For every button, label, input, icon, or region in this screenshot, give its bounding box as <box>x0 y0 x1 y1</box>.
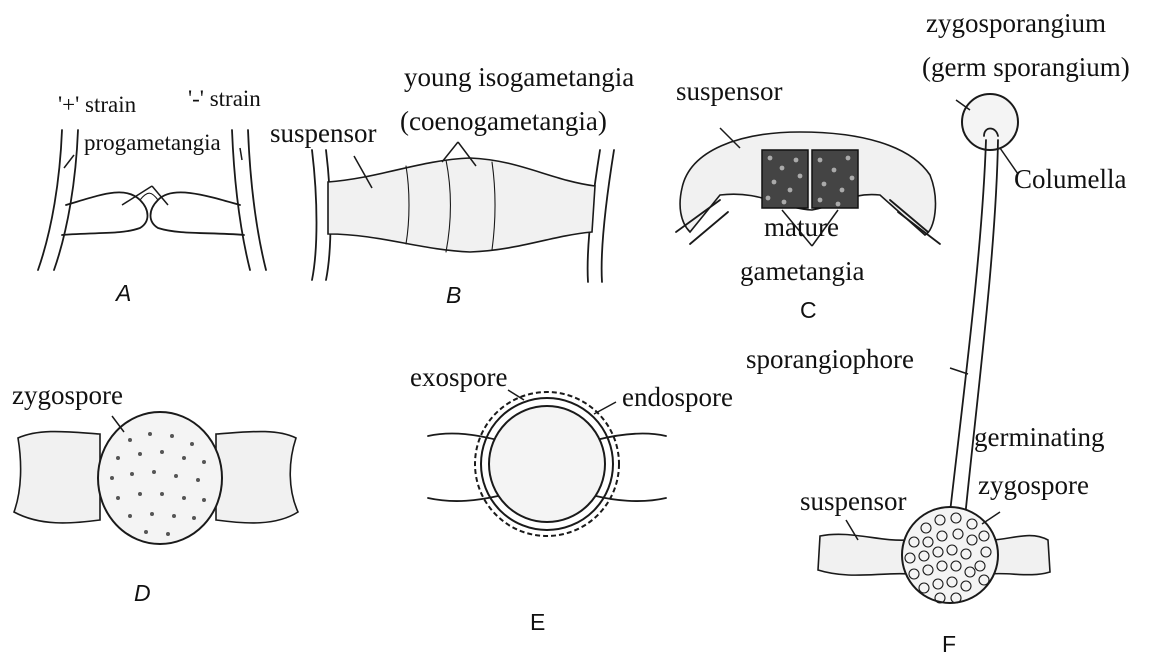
panel-a: '+' strain '-' strain progametangia A <box>38 86 266 306</box>
germinating-label: germinating <box>974 422 1104 452</box>
panel-f-letter: F <box>942 631 956 657</box>
panel-f: zygosporangium (germ sporangium) Columel… <box>746 8 1130 657</box>
zygosporangium-label: zygosporangium <box>926 8 1106 38</box>
minus-strain-label: '-' strain <box>188 86 261 111</box>
coenogametangia-label: (coenogametangia) <box>400 106 607 136</box>
gametangia-label: gametangia <box>740 256 864 286</box>
panel-d: zygospore D <box>12 380 298 606</box>
panel-c: suspensor mature gametangia C <box>676 76 940 323</box>
germ-sporangium-label: (germ sporangium) <box>922 52 1130 82</box>
exospore-label: exospore <box>410 362 507 392</box>
zygospore-f-label: zygospore <box>978 470 1089 500</box>
progametangia-label: progametangia <box>84 130 221 155</box>
panel-e: exospore endospore E <box>410 362 733 635</box>
young-isogametangia-label: young isogametangia <box>404 62 634 92</box>
panel-b-letter: B <box>446 282 461 308</box>
suspensor-f-label: suspensor <box>800 486 907 516</box>
panel-c-letter: C <box>800 297 817 323</box>
plus-strain-label: '+' strain <box>58 92 137 117</box>
panel-b: suspensor young isogametangia (coenogame… <box>270 62 634 308</box>
endospore-label: endospore <box>622 382 733 412</box>
suspensor-b-label: suspensor <box>270 118 377 148</box>
panel-e-letter: E <box>530 609 545 635</box>
mature-label: mature <box>764 212 839 242</box>
zygospore-d-label: zygospore <box>12 380 123 410</box>
columella-label: Columella <box>1014 164 1126 194</box>
suspensor-c-label: suspensor <box>676 76 783 106</box>
panel-d-letter: D <box>134 580 151 606</box>
panel-a-letter: A <box>114 280 131 306</box>
sporangiophore-label: sporangiophore <box>746 344 914 374</box>
